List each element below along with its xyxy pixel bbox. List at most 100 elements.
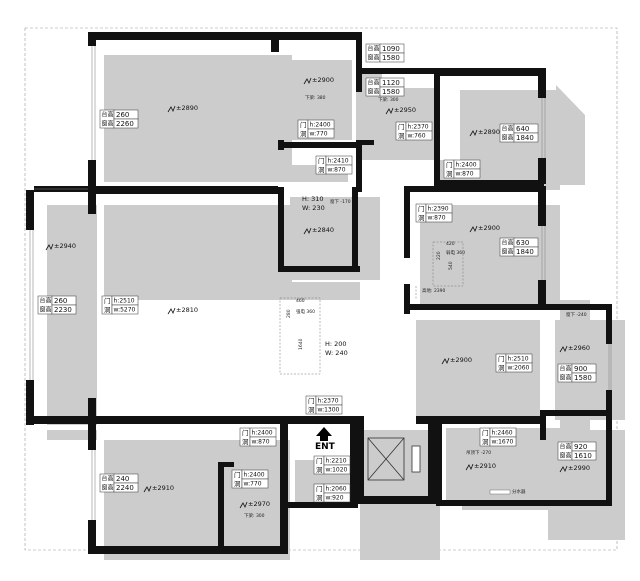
ceiling-height-value: ±2900 — [312, 76, 334, 84]
window-sill-value: 920 — [574, 443, 587, 451]
door-label-bottom: 洞 — [418, 213, 425, 222]
door-label-top: 门 — [234, 470, 241, 479]
door-width-value: w:1020 — [326, 467, 348, 474]
window-sill-label: 台高 — [502, 239, 514, 247]
elec2-left-dim: 280 — [286, 309, 292, 318]
window-height-value: 1610 — [574, 452, 592, 460]
window-height-label: 窗高 — [40, 306, 52, 314]
ceiling-height-value: ±2950 — [394, 106, 416, 114]
door-height-value: h:2400 — [252, 430, 273, 437]
door-height-value: h:2400 — [456, 162, 477, 169]
door-width-value: w:770 — [244, 481, 262, 488]
ceiling-height-value: ±2900 — [478, 224, 500, 232]
ceiling-height-marker: ±2940 — [45, 242, 76, 251]
ceiling-height-value: ±2900 — [450, 356, 472, 364]
ceiling-height-value: ±2940 — [54, 242, 76, 250]
ceiling-height-marker: ±2990 — [559, 464, 590, 473]
window-sill-value: 240 — [116, 475, 129, 483]
window-sill-value: 260 — [54, 297, 67, 305]
ceiling-height-marker: ±2840 — [303, 226, 334, 235]
elec1-left-dim: 220 — [436, 251, 442, 260]
opening-width: W: 230 — [302, 204, 325, 212]
elec1-side-dim: 540 — [448, 261, 454, 270]
ceiling-height-marker: ±2970 — [239, 500, 270, 509]
outer-boundary — [24, 27, 618, 551]
door-width-value: w:1300 — [318, 407, 340, 414]
window-height-label: 窗高 — [368, 54, 380, 62]
ceiling-height-value: ±2970 — [248, 500, 270, 508]
door-height-value: h:2510 — [114, 298, 135, 305]
electrical-boxes — [279, 241, 464, 375]
door-width-value: w:2060 — [508, 365, 530, 372]
door-label-top: 门 — [300, 120, 307, 129]
ceiling-height-marker: ±2960 — [559, 344, 590, 353]
window-sill-value: 630 — [516, 239, 529, 247]
window-sill-label: 台高 — [502, 125, 514, 133]
window-height-value: 1840 — [516, 248, 534, 256]
window-height-label: 窗高 — [102, 484, 114, 492]
door-label-top: 门 — [242, 428, 249, 437]
window-height-value: 1580 — [382, 88, 400, 96]
window-height-value: 2260 — [116, 120, 134, 128]
ceiling-height-marker: ±2890 — [469, 128, 500, 137]
door-label-top: 门 — [316, 456, 323, 465]
beam-note-corridor: 窗下 -170 — [330, 198, 351, 205]
window-sill-label: 台高 — [102, 111, 114, 119]
door-width-value: w:760 — [408, 133, 426, 140]
door-height-value: h:2460 — [492, 430, 513, 437]
door-width-value: w:870 — [456, 171, 474, 178]
window-sill-label: 台高 — [40, 297, 52, 305]
ceiling-height-marker: ±2910 — [465, 462, 496, 471]
door-label-bottom: 洞 — [446, 169, 453, 178]
window-sill-value: 1120 — [382, 79, 400, 87]
window-height-label: 窗高 — [502, 248, 514, 256]
door-tag-d-kitchen: 门洞h:2390 w:870 — [415, 203, 453, 223]
door-height-value: h:2510 — [508, 356, 529, 363]
door-height-value: h:2390 — [428, 206, 449, 213]
door-height-value: h:2370 — [318, 398, 339, 405]
window-height-label: 窗高 — [502, 134, 514, 142]
door-width-value: w:870 — [252, 439, 270, 446]
door-tags: 门洞h:2400w:770门洞h:2370w:760门洞h:2410w:870门… — [101, 119, 533, 503]
window-height-value: 1580 — [574, 374, 592, 382]
elevator-shaft — [367, 437, 421, 481]
elec1-top-dim: 420 — [446, 241, 455, 247]
elec2-label: 强电 360 — [296, 308, 315, 315]
window-height-label: 窗高 — [560, 452, 572, 460]
door-label-bottom: 洞 — [398, 131, 405, 140]
door-width-value: w:870 — [428, 215, 446, 222]
ceiling-height-marker: ±2810 — [167, 306, 198, 315]
door-height-value: h:2370 — [408, 124, 429, 131]
door-label-top: 门 — [104, 296, 111, 305]
ceiling-height-marker: ±2900 — [441, 356, 472, 365]
door-width-value: w:770 — [310, 131, 328, 138]
beam-note-small-bath: 下梁: 300 — [244, 512, 265, 519]
entrance-label: ENT — [315, 442, 336, 452]
ceiling-height-value: ±2910 — [152, 484, 174, 492]
ceiling-height-marker: ±2950 — [385, 106, 416, 115]
door-label-top: 门 — [418, 204, 425, 213]
door-label-top: 门 — [318, 156, 325, 165]
window-height-value: 2230 — [54, 306, 72, 314]
window-height-label: 窗高 — [560, 374, 572, 382]
ceiling-height-value: ±2840 — [312, 226, 334, 234]
window-tags: 台高窗高2602260台高窗高10901580台高窗高11201580台高窗高6… — [37, 43, 597, 493]
window-sill-value: 260 — [116, 111, 129, 119]
window-sill-value: 1090 — [382, 45, 400, 53]
